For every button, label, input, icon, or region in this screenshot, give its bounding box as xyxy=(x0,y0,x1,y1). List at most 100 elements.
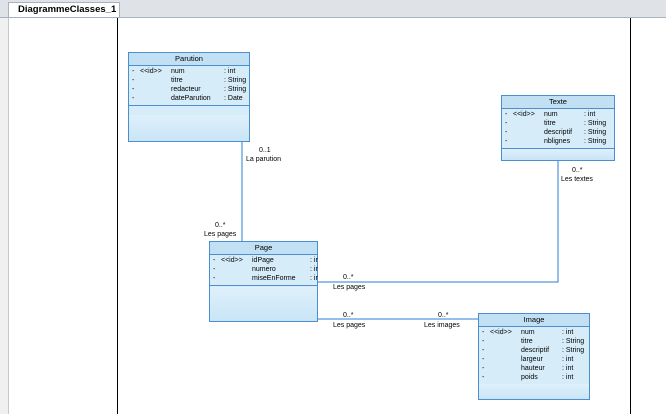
attribute-part: - xyxy=(505,111,508,118)
attribute-part: - xyxy=(482,329,485,336)
class-parution[interactable]: Parution -<<id>>num: int -titre: String … xyxy=(128,52,250,142)
attribute-part: : String xyxy=(584,138,607,145)
attribute-part: - xyxy=(132,95,135,102)
multiplicity-label: 0..* xyxy=(215,222,226,229)
attribute-part: - xyxy=(482,347,485,354)
class-page[interactable]: Page -<<id>>idPage: ir -numero: ir -mise… xyxy=(209,241,318,322)
attribute-row[interactable]: - redacteur : String xyxy=(129,85,249,94)
attribute-part: largeur xyxy=(521,356,543,363)
attribute-row[interactable]: - numero : ir xyxy=(210,265,318,274)
attribute-part: <<id>> xyxy=(513,111,535,118)
attribute-part: - xyxy=(505,138,508,145)
attribute-part: titre xyxy=(544,120,556,127)
attribute-part: : Date xyxy=(224,95,243,102)
page-margin-left xyxy=(117,18,118,414)
attribute-part: : String xyxy=(562,347,585,354)
attribute-part: hauteur xyxy=(521,365,545,372)
class-name: Page xyxy=(210,242,317,255)
attribute-part: - xyxy=(132,68,135,75)
attribute-row[interactable]: - poids : int xyxy=(479,373,589,382)
attribute-part: <<id>> xyxy=(221,257,243,264)
attribute-part: - xyxy=(482,338,485,345)
attribute-part: miseEnForme xyxy=(252,275,296,282)
attribute-row[interactable]: - titre : String xyxy=(502,119,614,128)
attribute-part: : String xyxy=(224,86,247,93)
attribute-row[interactable]: - hauteur : int xyxy=(479,364,589,373)
class-name: Texte xyxy=(502,96,614,109)
multiplicity-label: 0..* xyxy=(343,274,354,281)
role-label: Les pages xyxy=(204,231,237,238)
attribute-part: : String xyxy=(224,77,247,84)
operations-compartment xyxy=(129,115,249,141)
attribute-part: titre xyxy=(171,77,183,84)
role-label: La parution xyxy=(246,156,282,163)
attribute-part: num xyxy=(521,329,535,336)
attribute-part: - xyxy=(132,86,135,93)
role-label: Les pages xyxy=(333,284,366,291)
attribute-part: descriptif xyxy=(544,129,573,136)
multiplicity-label: 0..1 xyxy=(259,147,271,154)
attribute-row[interactable]: - nblignes : String xyxy=(502,137,614,146)
attribute-part: - xyxy=(505,129,508,136)
attribute-part: descriptif xyxy=(521,347,550,354)
attribute-part: - xyxy=(482,365,485,372)
role-label: Les pages xyxy=(333,322,366,329)
attribute-row[interactable]: - dateParution : Date xyxy=(129,94,249,103)
tab-diagram[interactable]: DiagrammeClasses_1 xyxy=(8,2,120,17)
attribute-row[interactable]: - titre : String xyxy=(129,76,249,85)
attribute-part: poids xyxy=(521,374,538,381)
attribute-part: - xyxy=(213,266,216,273)
association-texte-page xyxy=(318,161,559,283)
attribute-part: num xyxy=(544,111,558,118)
attribute-row[interactable]: - largeur : int xyxy=(479,355,589,364)
multiplicity-label: 0..* xyxy=(343,312,354,319)
multiplicity-label: 0..* xyxy=(572,167,583,174)
attribute-row[interactable]: -<<id>> num : int xyxy=(479,328,589,337)
attribute-part: : int xyxy=(562,356,574,363)
operations-compartment xyxy=(502,149,614,160)
operations-compartment xyxy=(210,287,317,321)
attribute-part: - xyxy=(213,257,216,264)
class-name: Parution xyxy=(129,53,249,66)
multiplicity-label: 0..* xyxy=(438,312,449,319)
attribute-part: nblignes xyxy=(544,138,571,145)
attribute-row[interactable]: - titre : String xyxy=(479,337,589,346)
attribute-part: - xyxy=(213,275,216,282)
attribute-row[interactable]: - descriptif : String xyxy=(479,346,589,355)
attribute-part: : int xyxy=(562,329,574,336)
class-name: Image xyxy=(479,314,589,327)
attribute-row[interactable]: -<<id>>num: int xyxy=(129,67,249,76)
attribute-part: : String xyxy=(584,120,607,127)
class-image[interactable]: Image -<<id>>num: int -titre: String -de… xyxy=(478,313,590,400)
attribute-part: : int xyxy=(224,68,236,75)
attribute-part: : ir xyxy=(310,275,318,282)
attribute-part: : ir xyxy=(310,266,318,273)
attribute-part: dateParution xyxy=(171,95,211,102)
attribute-part: : int xyxy=(584,111,596,118)
attribute-part: : int xyxy=(562,374,574,381)
class-texte[interactable]: Texte -<<id>>num: int -titre: String -de… xyxy=(501,95,615,161)
attribute-part: numero xyxy=(252,266,276,273)
attribute-part: <<id>> xyxy=(490,329,512,336)
tab-bar: DiagrammeClasses_1 xyxy=(0,0,666,18)
attribute-row[interactable]: - miseEnForme : ir xyxy=(210,274,318,283)
attribute-part: - xyxy=(505,120,508,127)
attribute-part: : String xyxy=(562,338,585,345)
attribute-part: : String xyxy=(584,129,607,136)
attribute-part: - xyxy=(482,374,485,381)
attribute-row[interactable]: -<<id>> num : int xyxy=(502,110,614,119)
attribute-part: <<id>> xyxy=(140,68,162,75)
operations-compartment xyxy=(479,384,589,399)
attribute-row[interactable]: - descriptif : String xyxy=(502,128,614,137)
attribute-part: redacteur xyxy=(171,86,201,93)
attribute-part: titre xyxy=(521,338,533,345)
attribute-part: : ir xyxy=(310,257,318,264)
page-margin-right xyxy=(630,18,631,414)
attribute-part: - xyxy=(482,356,485,363)
attribute-row[interactable]: -<<id>> idPage : ir xyxy=(210,256,318,265)
role-label: Les images xyxy=(424,322,460,329)
attribute-part: : int xyxy=(562,365,574,372)
attribute-part: - xyxy=(132,77,135,84)
attribute-part: idPage xyxy=(252,257,274,264)
role-label: Les textes xyxy=(561,176,593,183)
